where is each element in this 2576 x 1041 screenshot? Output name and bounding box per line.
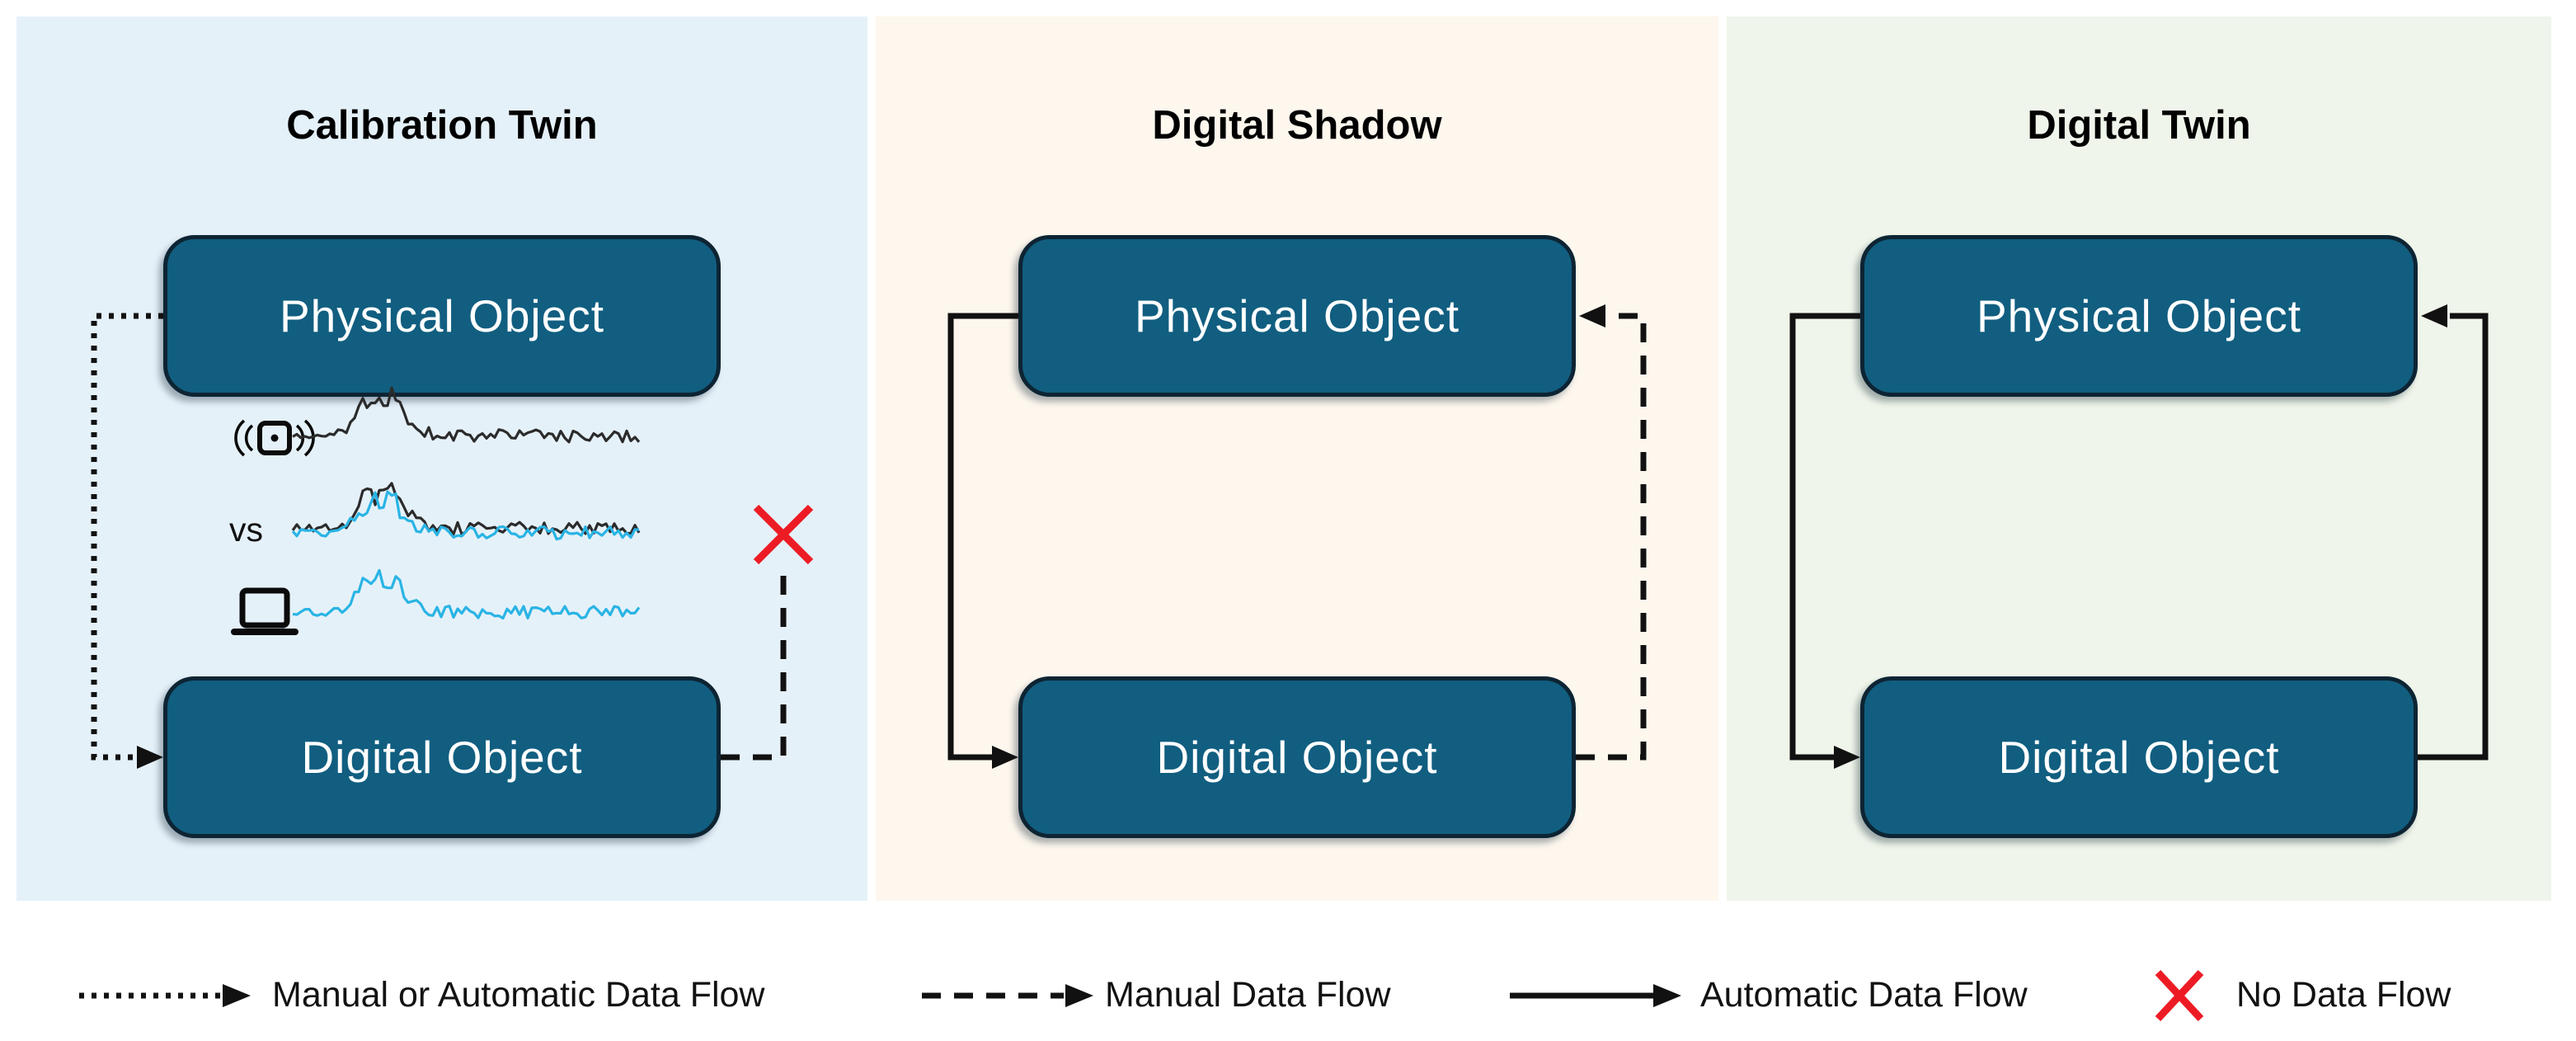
flow-connectors-twin (1789, 304, 2489, 769)
physical-object-label: Physical Object (1134, 290, 1460, 342)
physical-object-box: Physical Object (1860, 235, 2418, 397)
sensor-signal-icon (234, 419, 315, 457)
digital-object-label: Digital Object (301, 732, 583, 783)
solid-arrow-icon (1510, 984, 1681, 1007)
digital-object-box: Digital Object (1018, 676, 1576, 838)
panel-title-calibration-twin: Calibration Twin (286, 103, 598, 148)
arrowhead-into-physical-icon (2421, 304, 2447, 327)
legend-label-manual: Manual Data Flow (1105, 975, 1391, 1015)
dashed-noflow-line (721, 569, 787, 761)
physical-object-label: Physical Object (1976, 290, 2302, 342)
panel-title-digital-shadow: Digital Shadow (1152, 103, 1442, 148)
sensor-waveform (292, 386, 641, 444)
solid-flow-line (947, 313, 1018, 761)
red-cross-icon (2155, 969, 2204, 1022)
simulated-waveform (292, 568, 641, 620)
laptop-icon (231, 587, 298, 635)
solid-flow-line-left (1789, 313, 1860, 761)
legend-label-no-data-flow: No Data Flow (2236, 975, 2451, 1015)
panel-digital-twin: Digital Twin Physical Object Digital Obj… (1727, 16, 2551, 901)
physical-object-box: Physical Object (1018, 235, 1576, 397)
panel-digital-shadow: Digital Shadow Physical Object Digital O… (876, 16, 1718, 901)
flow-connectors-calibration (91, 313, 814, 769)
solid-flow-line-right (2418, 313, 2489, 761)
dashed-flow-line (1576, 313, 1647, 761)
no-data-flow-cross-icon (753, 504, 814, 565)
panel-title-digital-twin: Digital Twin (2027, 103, 2251, 148)
legend-label-manual-or-automatic: Manual or Automatic Data Flow (272, 975, 765, 1015)
arrowhead-into-digital-icon (992, 746, 1018, 769)
flow-connectors-shadow (947, 304, 1647, 769)
legend-label-automatic: Automatic Data Flow (1700, 975, 2028, 1015)
digital-object-box: Digital Object (1860, 676, 2418, 838)
physical-object-label: Physical Object (279, 290, 605, 342)
digital-object-box: Digital Object (163, 676, 721, 838)
digital-object-label: Digital Object (1998, 732, 2280, 783)
panel-calibration-twin: Calibration Twin Physical Object Digital… (16, 16, 867, 901)
physical-object-box: Physical Object (163, 235, 721, 397)
dashed-arrow-icon (922, 984, 1093, 1007)
arrowhead-into-digital-icon (1834, 746, 1860, 769)
arrowhead-into-physical-icon (1579, 304, 1605, 327)
digital-object-label: Digital Object (1156, 732, 1438, 783)
vs-label: vs (229, 511, 263, 549)
dotted-flow-line (91, 313, 163, 761)
dotted-arrow-icon (79, 984, 251, 1007)
comparison-waveform-digital (291, 490, 640, 541)
arrowhead-into-digital-icon (137, 746, 163, 769)
